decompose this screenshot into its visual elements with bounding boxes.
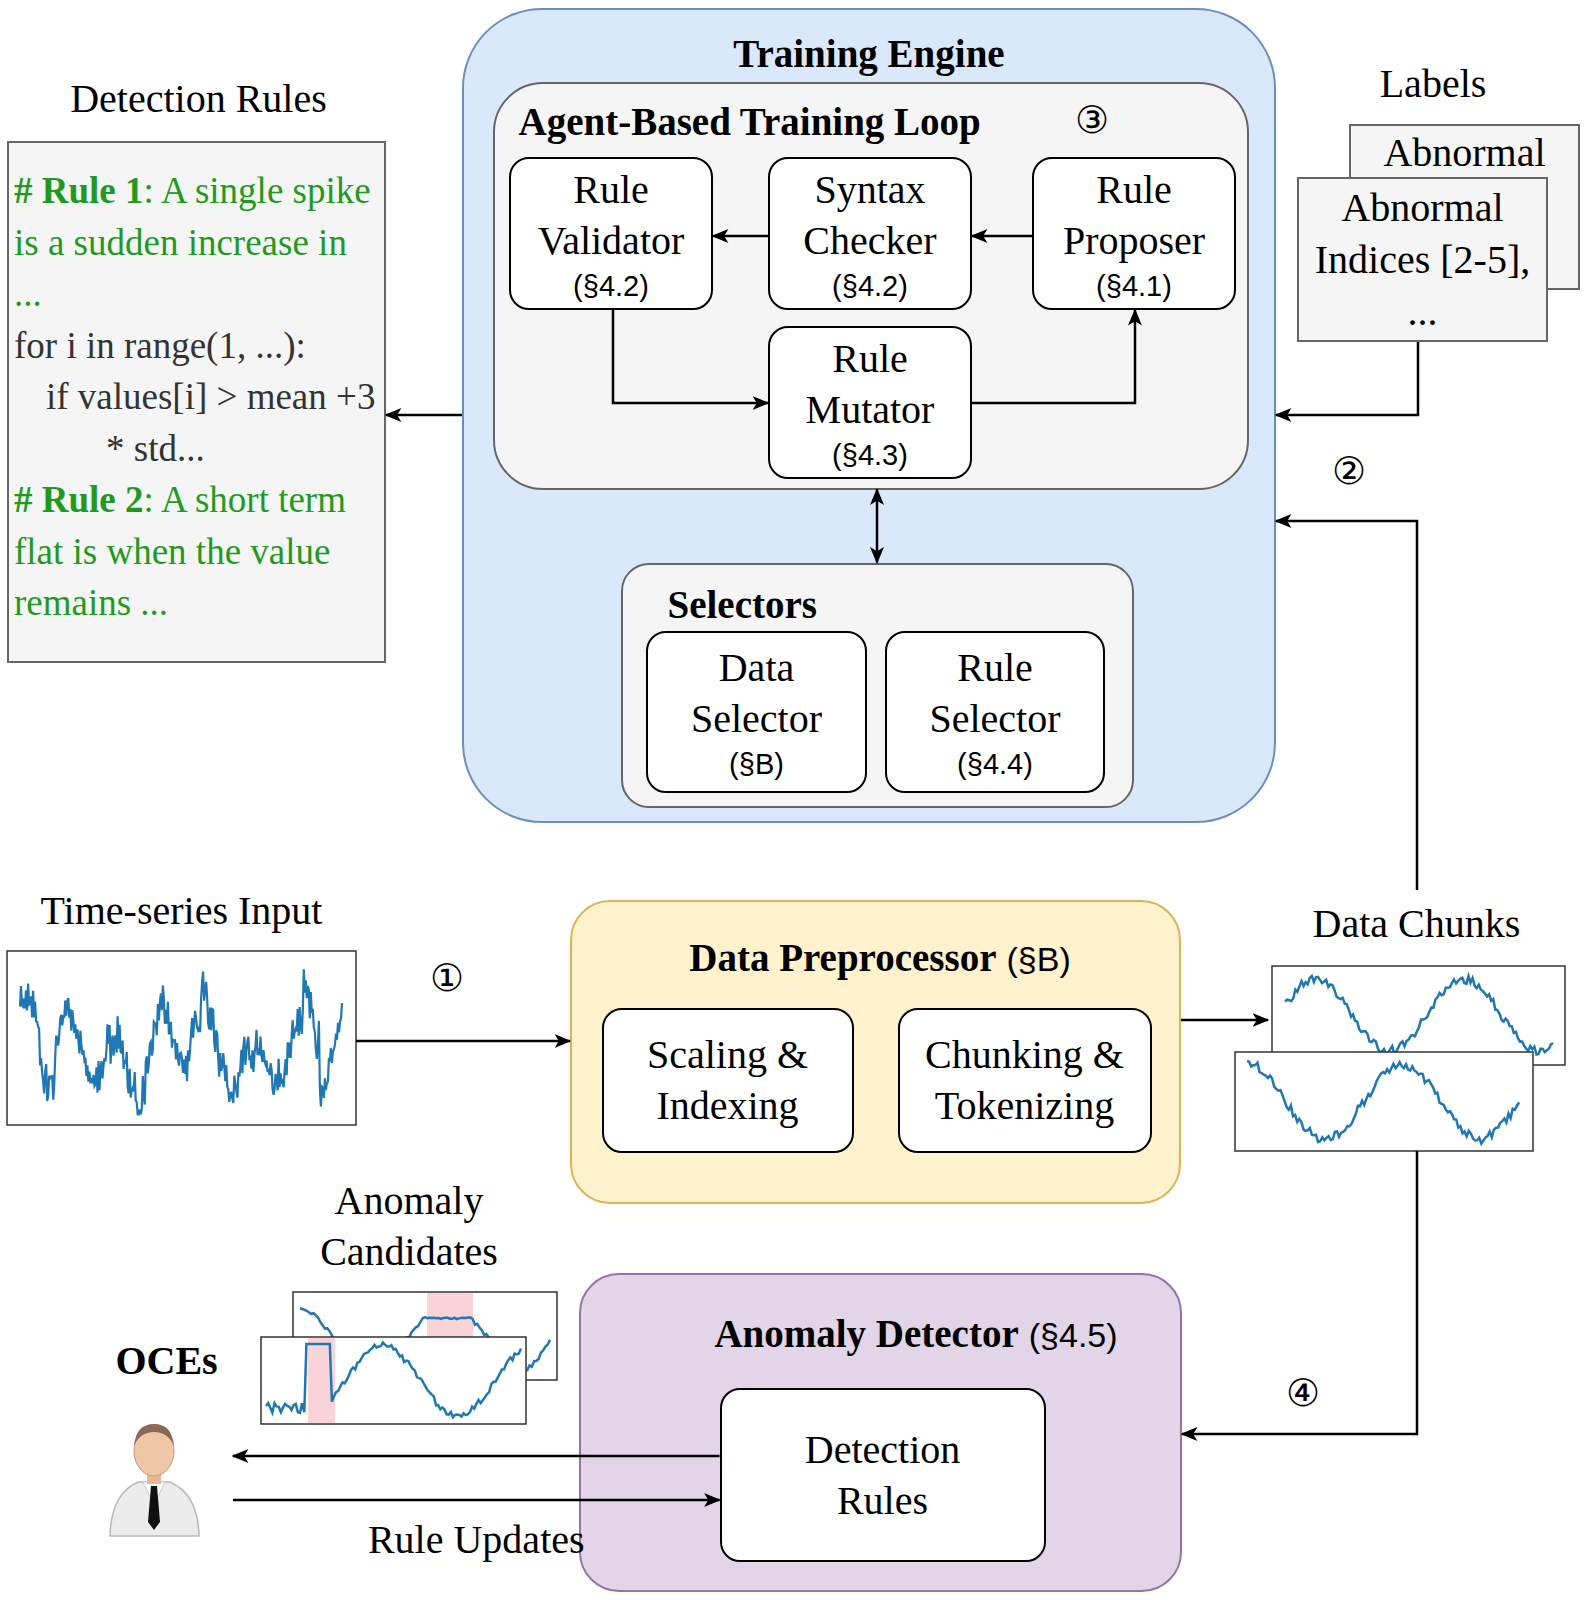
process-box: Syntax Checker(§4.2) — [768, 157, 972, 310]
container-title: Anomaly Detector (§4.5) — [681, 1308, 1151, 1368]
title-text: Agent-Based Training Loop — [519, 100, 981, 143]
rule-title: # Rule 2 — [14, 479, 144, 520]
box-label: Rule Mutator — [782, 333, 958, 435]
title-text: Selectors — [668, 583, 817, 626]
process-box: Detection Rules — [720, 1388, 1046, 1562]
engine-container: Training EngineAgent-Based Training Loop… — [462, 8, 1276, 823]
rules-panel: Detection Rules# Rule 1: A single spike … — [7, 141, 386, 663]
section-ref: (§B) — [1007, 940, 1071, 978]
process-box: Rule Selector(§4.4) — [885, 631, 1105, 793]
detector-container: Anomaly Detector (§4.5) Detection Rules — [579, 1273, 1182, 1592]
callout-number: ④ — [1263, 1367, 1343, 1419]
process-box: Data Selector(§B) — [646, 631, 867, 793]
flow-arrow — [613, 310, 768, 403]
flow-arrow — [386, 414, 462, 417]
container-title: Agent-Based Training Loop — [519, 96, 1119, 156]
time-series-line — [20, 969, 342, 1114]
hair — [134, 1424, 174, 1446]
section-ref: (§4.5) — [1029, 1316, 1118, 1354]
flow-arrow — [356, 1040, 570, 1043]
flow-arrow — [233, 1455, 720, 1458]
group-heading: Time-series Input — [7, 885, 356, 936]
person-icon — [110, 1424, 199, 1536]
section-ref: (§4.1) — [1096, 268, 1172, 304]
process-box: Rule Mutator(§4.3) — [768, 326, 972, 479]
box-label: Syntax Checker — [782, 164, 958, 266]
rule-comment: # Rule 1: A single spike is a sudden inc… — [14, 165, 382, 320]
flow-arrow — [1276, 342, 1418, 415]
section-ref: (§B) — [729, 746, 784, 782]
plot-frame — [7, 951, 356, 1125]
section-ref: (§4.4) — [957, 746, 1033, 782]
group-heading: Data Chunks — [1268, 890, 1565, 949]
rule-comment: # Rule 2: A short term flat is when the … — [14, 474, 382, 629]
container-title: Data Preprocessor (§B) — [582, 932, 1178, 992]
paper-text: Abnormal Indices [2-5], ... — [1311, 182, 1534, 338]
candidate-line — [266, 1343, 521, 1418]
flow-arrow — [1181, 1019, 1268, 1022]
coat — [110, 1482, 199, 1536]
title-text: Data Preprocessor — [689, 936, 996, 979]
box-label: Rule Selector — [899, 642, 1091, 744]
section-ref: (§4.2) — [832, 268, 908, 304]
code-line: for i in range(1, ...): — [14, 320, 382, 372]
group-heading: Labels — [1351, 58, 1515, 110]
code-line: if values[i] > mean +3 * std... — [14, 371, 382, 474]
flow-arrow — [972, 310, 1135, 403]
process-box: Rule Validator(§4.2) — [509, 157, 713, 310]
group-heading: OCEs — [100, 1335, 233, 1386]
group-heading: Anomaly Candidates — [261, 1175, 557, 1277]
flow-arrow — [1276, 521, 1417, 890]
panel-heading: Detection Rules — [0, 73, 408, 125]
flow-arrow — [972, 235, 1032, 238]
flow-arrow — [233, 1499, 720, 1502]
rules-body: # Rule 1: A single spike is a sudden inc… — [9, 143, 384, 629]
plot-frame — [1235, 1052, 1533, 1151]
flow-arrow — [876, 490, 879, 563]
paper-text: Abnormal — [1351, 126, 1578, 178]
box-label: Scaling & Indexing — [618, 1029, 838, 1131]
tie — [148, 1486, 160, 1530]
plot-frame — [261, 1337, 526, 1424]
label-paper: Abnormal Indices [2-5], ... — [1297, 177, 1548, 342]
box-label: Detection Rules — [772, 1424, 994, 1526]
chunk-line — [1247, 1061, 1519, 1143]
preprocessor-container: Data Preprocessor (§B) Scaling & Indexing C… — [570, 900, 1181, 1204]
process-box: Rule Proposer(§4.1) — [1032, 157, 1236, 310]
container-title: Selectors — [668, 579, 1068, 639]
box-label: Rule Proposer — [1046, 164, 1222, 266]
flow-arrow — [713, 235, 768, 238]
callout-number: ① — [407, 952, 487, 1004]
chunk-line — [1285, 976, 1553, 1055]
section-ref: (§4.3) — [832, 437, 908, 473]
rule-title: # Rule 1 — [14, 170, 144, 211]
plot-frame — [1272, 966, 1565, 1065]
callout-number: ② — [1309, 445, 1389, 497]
box-label: Rule Validator — [523, 164, 699, 266]
selector-container: SelectorsData Selector(§B)Rule Selector(… — [621, 563, 1134, 808]
section-ref: (§4.2) — [573, 268, 649, 304]
title-text: Training Engine — [733, 32, 1004, 75]
container-title: Training Engine — [464, 28, 1274, 88]
loop-container: Agent-Based Training LoopRule Validator(… — [493, 82, 1249, 490]
box-label: Data Selector — [660, 642, 853, 744]
flow-arrow — [1182, 1151, 1417, 1434]
title-text: Anomaly Detector — [714, 1312, 1018, 1355]
process-box: Scaling & Indexing — [602, 1008, 854, 1153]
process-box: Chunking & Tokenizing — [898, 1008, 1152, 1153]
box-label: Chunking & Tokenizing — [914, 1029, 1136, 1131]
